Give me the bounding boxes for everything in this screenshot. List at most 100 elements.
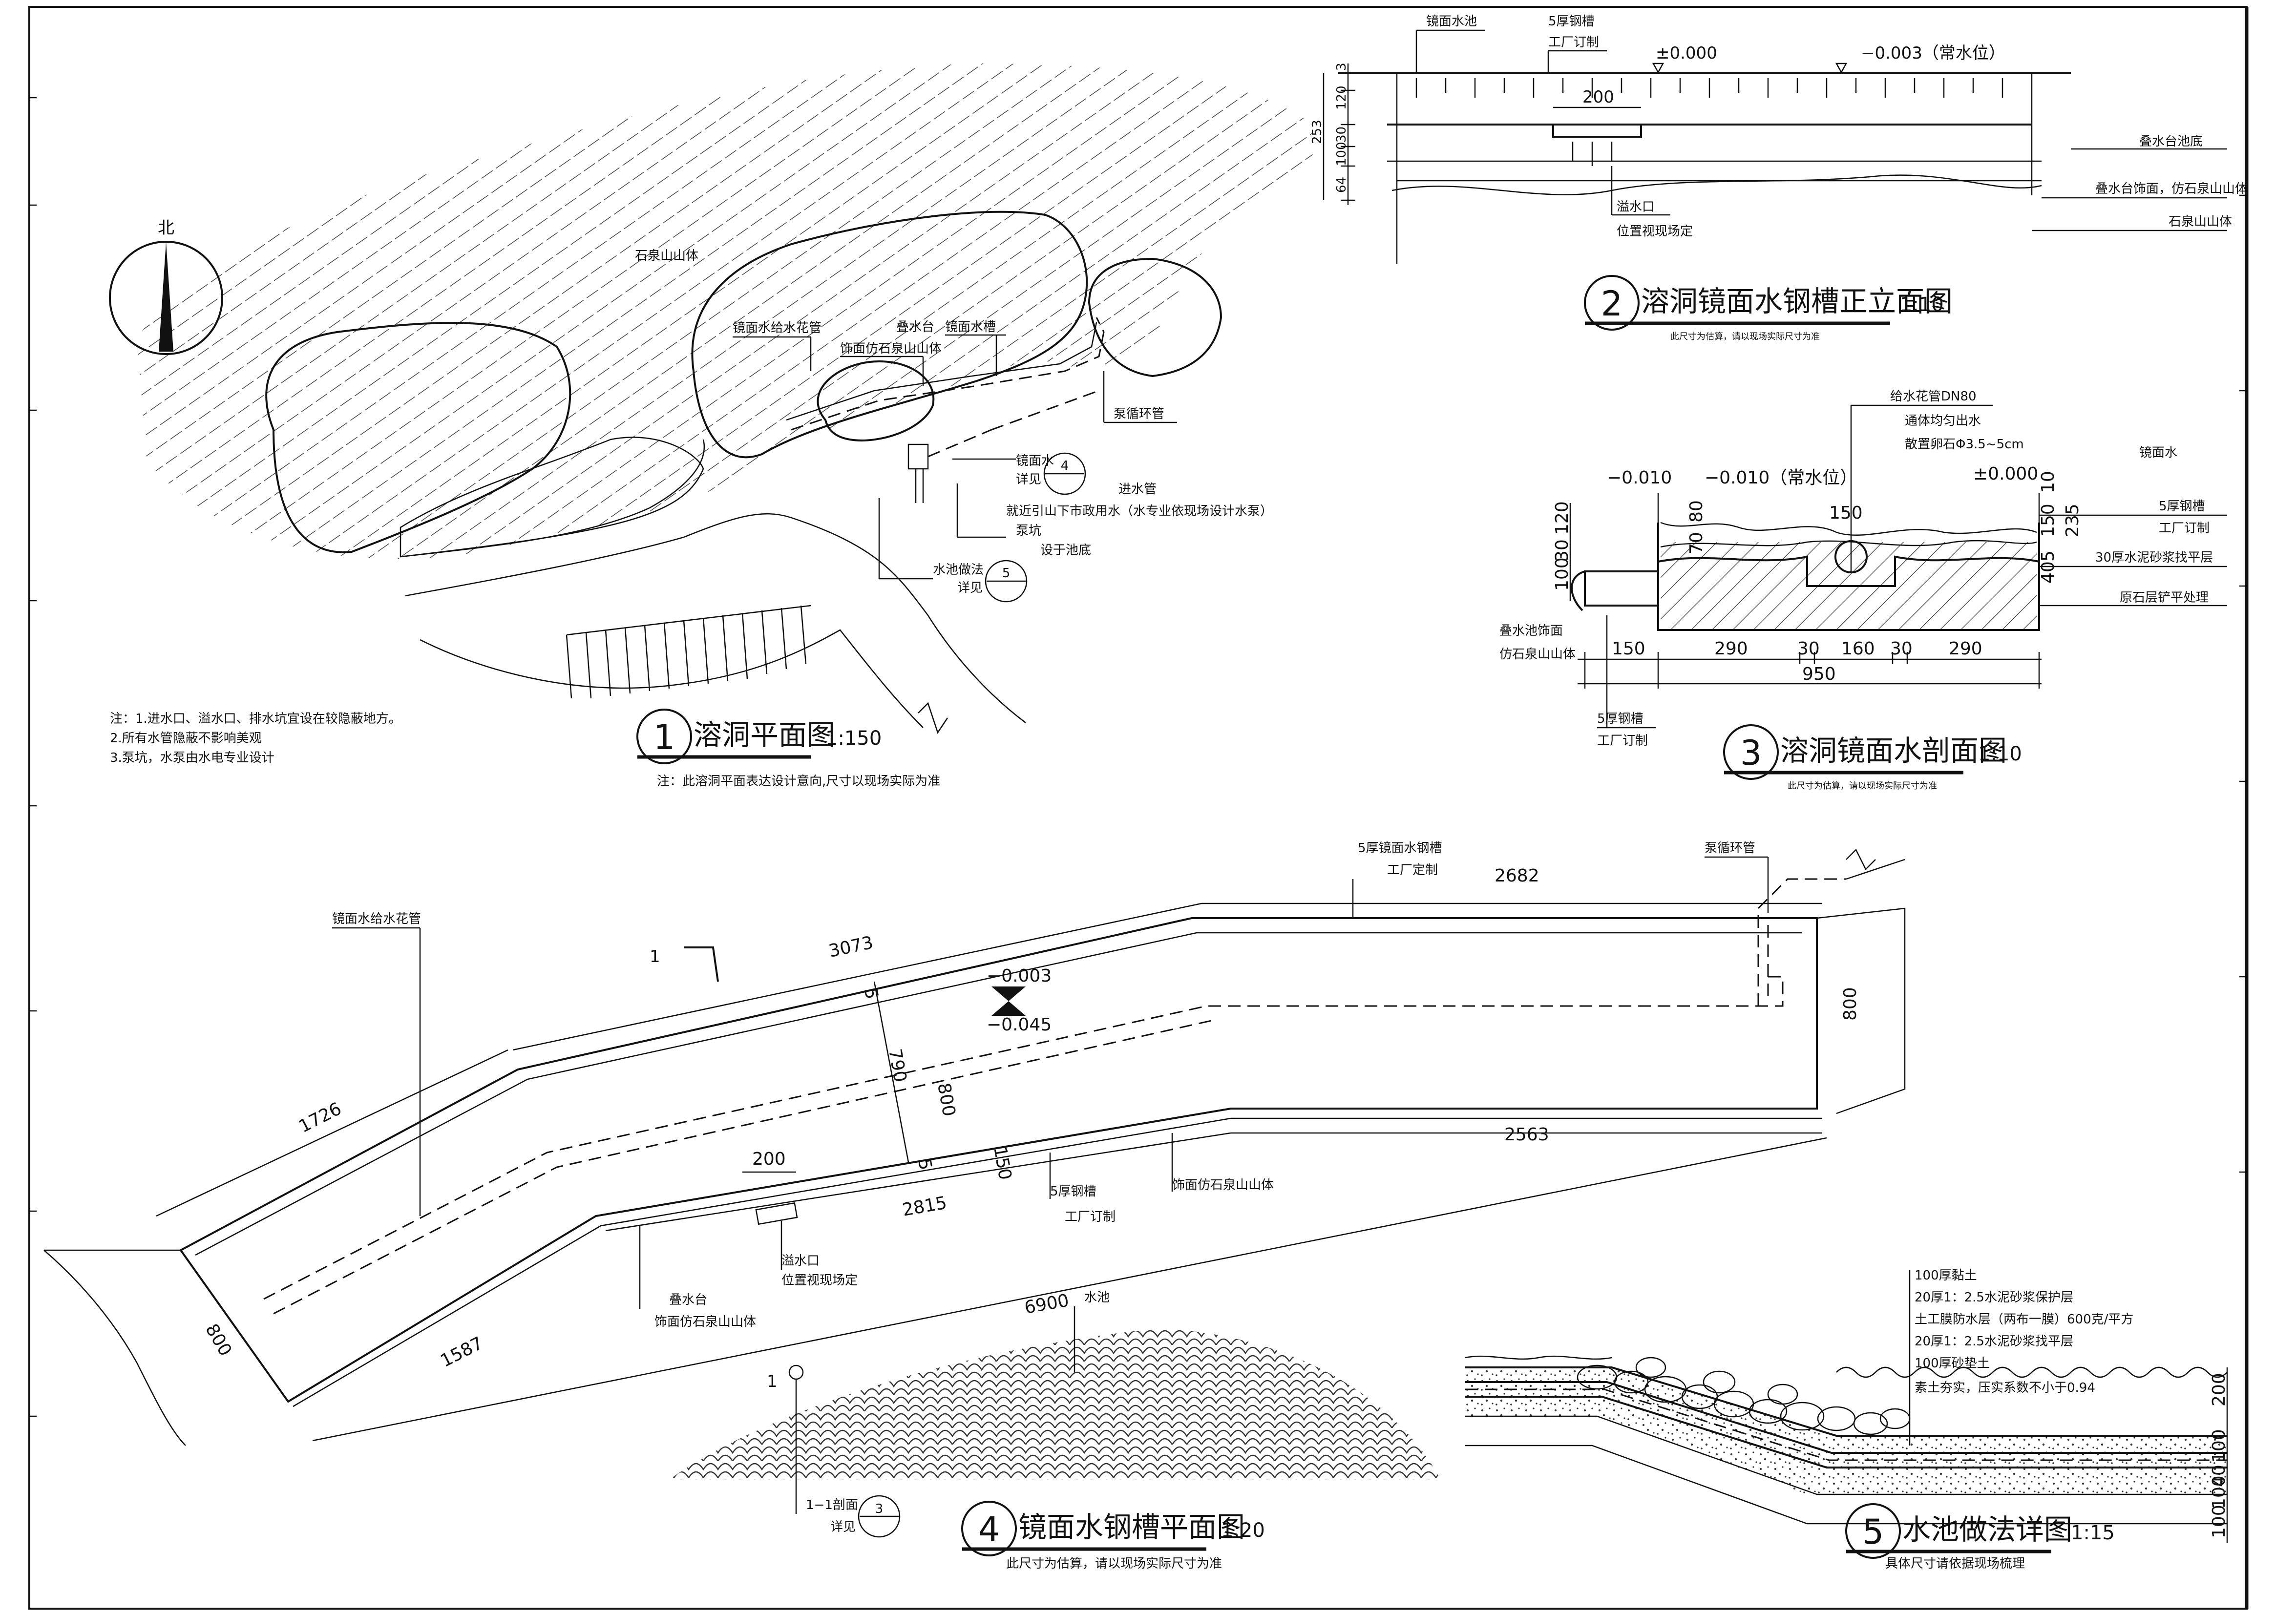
s3-pool-finish: 叠水池饰面 xyxy=(1499,624,1563,638)
water-ticks xyxy=(1415,78,2003,166)
plan1-title: 溶洞平面图 xyxy=(694,718,835,752)
label-inlet-note: 就近引山下市政用水（水专业依现场设计水泵） xyxy=(1006,504,1273,519)
p4-overflow-pos: 位置视现场定 xyxy=(781,1273,858,1288)
e2-platform-finish: 叠水台饰面，仿石泉山山体 xyxy=(2095,182,2248,196)
dim-6900: 6900 xyxy=(1023,1291,1070,1318)
e2-dim-100: 100 xyxy=(1334,142,1349,166)
pebbles xyxy=(1577,1357,1911,1435)
p4-factory2: 工厂订制 xyxy=(1065,1210,1116,1224)
e2-dim-3: 3 xyxy=(1334,63,1349,71)
dim-800-right: 800 xyxy=(1840,987,1860,1021)
ref-4-num: 4 xyxy=(1061,459,1069,473)
s3-lvl2: −0.010（常水位） xyxy=(1705,468,1857,488)
e2-dim-64: 64 xyxy=(1334,177,1349,193)
north-arrow-icon xyxy=(159,242,173,352)
layer-5: 100厚砂垫土 xyxy=(1915,1356,1990,1371)
p4-pump-pipe: 泵循环管 xyxy=(1705,841,1755,856)
trough-outline xyxy=(179,917,1818,1403)
layer-4: 20厚1：2.5水泥砂浆找平层 xyxy=(1915,1334,2073,1349)
e2-dim-120: 120 xyxy=(1334,85,1349,110)
note-2: 2.所有水管隐蔽不影响美观 xyxy=(110,731,262,746)
p4-overflow: 溢水口 xyxy=(781,1254,820,1268)
detail5-scale: 1:15 xyxy=(2071,1522,2115,1544)
label-pump-pos: 设于池底 xyxy=(1040,543,1091,558)
p4-sec-mark-bot: 1 xyxy=(767,1372,778,1391)
p4-lvl2: −0.045 xyxy=(987,1015,1052,1035)
e2-platform-bottom: 叠水台池底 xyxy=(2139,134,2203,149)
s3-factoryb: 工厂订制 xyxy=(1597,734,1648,748)
s3-mirror-water: 镜面水 xyxy=(2139,445,2177,460)
elev2-title: 溶洞镜面水钢槽正立面图 xyxy=(1641,285,1953,318)
s3-zero: ±0.000 xyxy=(1973,464,2038,484)
e2-factory: 工厂订制 xyxy=(1548,35,1599,50)
p4-sec-mark-top: 1 xyxy=(650,947,660,966)
d5-dim-100b: 100 xyxy=(2209,1475,2229,1509)
s3-lvl1: −0.010 xyxy=(1607,468,1672,488)
elev2-scale: 1:10 xyxy=(1900,294,1944,316)
label-pool-method: 水池做法 xyxy=(933,563,984,577)
e2-overflow-pos: 位置视现场定 xyxy=(1617,224,1693,239)
d5-dim-100c: 100 xyxy=(2209,1505,2229,1538)
p4-see: 详见 xyxy=(830,1520,856,1534)
plan1-note: 注：此溶洞平面表达设计意向,尺寸以现场实际为准 xyxy=(657,774,940,789)
s3-dim-30b: 30 xyxy=(1890,639,1913,659)
p4-ref-3: 3 xyxy=(875,1502,884,1516)
d5-dim-100a: 100 xyxy=(2209,1429,2229,1463)
plan-4-trough: 1726 3073 2682 2563 2815 6900 1587 200 8… xyxy=(43,841,1906,1571)
s3-dim-30a: 30 xyxy=(1797,639,1820,659)
s3-dim-10: 10 xyxy=(2038,471,2058,493)
s3-dim-80: 80 xyxy=(1686,500,1706,523)
p4-mirror-pipe: 镜面水给水花管 xyxy=(332,912,421,926)
p4-factory: 工厂定制 xyxy=(1387,863,1438,878)
dim-2563: 2563 xyxy=(1504,1125,1549,1145)
e2-mirror-pool: 镜面水池 xyxy=(1426,14,1477,29)
label-rock-finish: 饰面仿石泉山山体 xyxy=(840,341,942,356)
label-mirror-trough: 镜面水槽 xyxy=(945,320,996,335)
cave-chamber-left xyxy=(265,322,571,553)
p4-lvl1: −0.003 xyxy=(987,966,1052,986)
s3-rock-base: 原石层铲平处理 xyxy=(2120,590,2209,605)
dim-2682: 2682 xyxy=(1495,866,1539,886)
e2-steel5: 5厚钢槽 xyxy=(1548,14,1595,29)
layer-1: 100厚黏土 xyxy=(1915,1268,1977,1283)
s3-pipe: 给水花管DN80 xyxy=(1890,389,1977,404)
plan4-note: 此尺寸为估算，请以现场实际尺寸为准 xyxy=(1006,1556,1222,1571)
e2-level: −0.003（常水位） xyxy=(1861,43,2005,63)
s3-mortar: 30厚水泥砂浆找平层 xyxy=(2095,550,2213,565)
dim-1587: 1587 xyxy=(437,1333,486,1371)
plan1-scale: 1:150 xyxy=(825,727,882,750)
north-label: 北 xyxy=(158,218,174,238)
mirror-pipe-dash xyxy=(263,976,1784,1300)
sect3-note: 此尺寸为估算，请以现场实际尺寸为准 xyxy=(1788,781,1937,791)
cave-chamber-middle xyxy=(691,210,1088,459)
border-ticks xyxy=(29,97,2247,1417)
detail5-title: 水池做法详图 xyxy=(1902,1513,2072,1546)
dim-2815: 2815 xyxy=(901,1193,948,1220)
s3-factory: 工厂订制 xyxy=(2159,521,2210,536)
plan4-title: 镜面水钢槽平面图 xyxy=(1018,1510,1245,1544)
label-pump-pipe: 泵循环管 xyxy=(1114,407,1164,421)
dim-800-left: 800 xyxy=(201,1321,235,1360)
plan4-scale: 1:20 xyxy=(1221,1519,1265,1542)
elev2-number: 2 xyxy=(1601,284,1623,324)
mirror-trough-plan xyxy=(791,317,1105,431)
s3-dim-290b: 290 xyxy=(1949,639,1982,659)
sect3-title: 溶洞镜面水剖面图 xyxy=(1780,734,2007,767)
s3-dim-150v: 150 xyxy=(2038,503,2058,537)
s3-dim-70: 70 xyxy=(1686,532,1706,554)
d5-dim-40: 40 xyxy=(2209,1465,2229,1487)
detail5-note: 具体尺寸请依据现场梳理 xyxy=(1885,1556,2025,1571)
dim-200: 200 xyxy=(752,1149,786,1169)
path-outline-upper xyxy=(405,513,1026,723)
s3-dim-30: 30 xyxy=(1552,539,1572,562)
p4-steel-trough: 5厚镜面水钢槽 xyxy=(1358,841,1442,856)
note-1: 注：1.进水口、溢水口、排水坑宜设在较隐蔽地方。 xyxy=(110,712,401,726)
label-stack-platform: 叠水台 xyxy=(896,320,934,335)
s3-pebble: 散置卵石Φ3.5~5cm xyxy=(1905,437,2024,452)
s3-steel5b: 5厚钢槽 xyxy=(1597,712,1643,726)
s3-dim-160: 160 xyxy=(1841,639,1875,659)
ref-5-num: 5 xyxy=(1002,566,1011,581)
p4-steel5: 5厚钢槽 xyxy=(1050,1184,1096,1199)
plan-1-cave: 北 石泉山山体 镜面水给水花管 叠水台 饰面仿石泉山山体 镜面水槽 泵循环管 镜… xyxy=(109,63,1314,789)
e2-rock: 石泉山山体 xyxy=(2169,214,2232,229)
